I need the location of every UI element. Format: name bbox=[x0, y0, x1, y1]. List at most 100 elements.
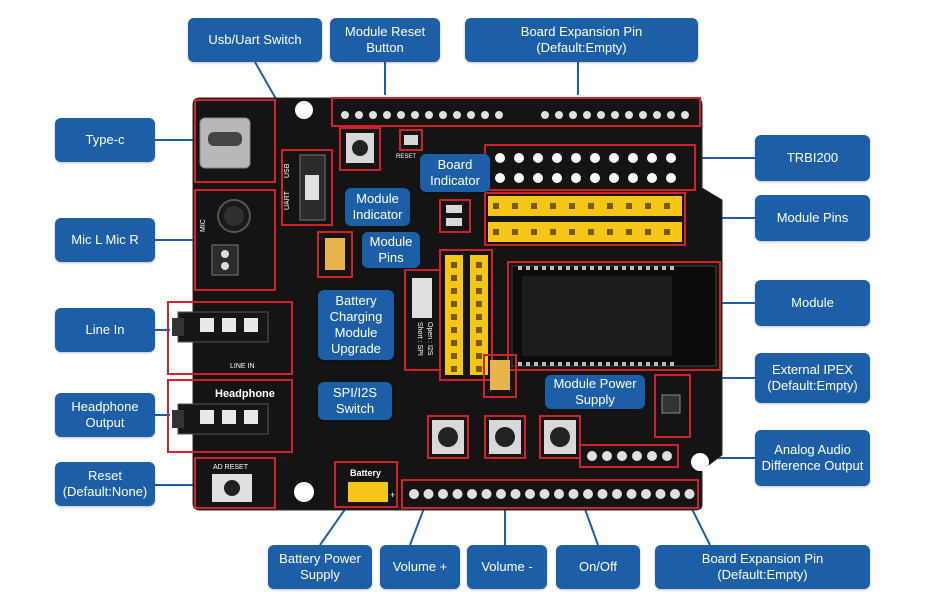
header-pin bbox=[597, 489, 608, 499]
module-pin bbox=[512, 203, 518, 209]
reset-silkscreen: RESET bbox=[396, 154, 416, 160]
label-spi-i2s-switch: SPI/I2S Switch bbox=[318, 382, 392, 420]
on-off-cap bbox=[550, 427, 570, 447]
module-pad bbox=[574, 362, 578, 366]
header-pin bbox=[583, 489, 593, 499]
module-pins-row-top bbox=[488, 196, 682, 216]
ipex-connector bbox=[661, 394, 681, 414]
ad-reset-silkscreen: AD RESET bbox=[213, 464, 249, 471]
module-castellation bbox=[518, 266, 674, 366]
module-pad bbox=[574, 266, 578, 270]
module-pin bbox=[476, 314, 482, 320]
header-pin bbox=[467, 489, 477, 499]
module-pad bbox=[654, 266, 658, 270]
label-mic-lr: Mic L Mic R bbox=[55, 218, 155, 262]
label-on-off: On/Off bbox=[556, 545, 640, 589]
module-pad bbox=[654, 362, 658, 366]
header-pin bbox=[341, 111, 349, 119]
module-pad bbox=[606, 362, 610, 366]
module-pad bbox=[670, 362, 674, 366]
mounting-hole bbox=[295, 101, 313, 119]
label-line-in: Line In bbox=[55, 308, 155, 352]
module-pin bbox=[626, 203, 632, 209]
header-pin bbox=[539, 489, 550, 499]
battery-silkscreen: Battery bbox=[350, 468, 381, 478]
header-pin bbox=[452, 489, 463, 499]
mounting-hole bbox=[691, 453, 709, 471]
usb-uart-switch-highlight bbox=[281, 149, 333, 226]
module-pad bbox=[598, 266, 602, 270]
module-reset-cap bbox=[352, 140, 368, 156]
header-pin bbox=[670, 489, 680, 499]
module-pin bbox=[493, 229, 499, 235]
module-pad bbox=[566, 266, 570, 270]
label-external-ipex: External IPEX (Default:Empty) bbox=[755, 353, 870, 403]
module-pad bbox=[622, 266, 626, 270]
module-pin bbox=[493, 203, 499, 209]
module-pad bbox=[582, 266, 586, 270]
module-pad bbox=[630, 266, 634, 270]
module-pad bbox=[662, 266, 666, 270]
header-pin bbox=[481, 111, 489, 119]
trbi200-pin bbox=[552, 153, 562, 163]
module-indicator-led bbox=[446, 218, 462, 226]
module-pad bbox=[542, 266, 546, 270]
module-pin bbox=[451, 288, 457, 294]
header-pin bbox=[355, 111, 363, 119]
board-indicator-led bbox=[404, 135, 418, 145]
module-pad bbox=[638, 362, 642, 366]
module-pad bbox=[582, 362, 586, 366]
module-indicator-highlight bbox=[439, 199, 471, 233]
trbi200-pin bbox=[647, 173, 657, 183]
module-indicator-led bbox=[446, 205, 462, 213]
header-pin bbox=[510, 489, 521, 499]
trbi200-pin bbox=[609, 153, 619, 163]
spi-i2s-jumper bbox=[412, 278, 432, 318]
headphone-barrel bbox=[172, 410, 184, 428]
module-pin bbox=[569, 203, 575, 209]
volume-plus-highlight bbox=[427, 415, 469, 459]
module-power-jumper bbox=[490, 360, 510, 390]
analog-audio-pin bbox=[602, 451, 612, 461]
trbi200-pin bbox=[628, 153, 638, 163]
module-pad bbox=[622, 362, 626, 366]
module-pad bbox=[606, 266, 610, 270]
module-reset-highlight bbox=[339, 127, 381, 171]
battery-connector bbox=[348, 482, 388, 502]
microphone-grille bbox=[224, 206, 244, 226]
usb-silkscreen: USB bbox=[284, 163, 291, 178]
header-pin bbox=[369, 111, 377, 119]
module-pin bbox=[451, 366, 457, 372]
header-pin bbox=[554, 489, 564, 499]
header-pin bbox=[641, 489, 651, 499]
usb-c-opening bbox=[208, 132, 242, 146]
module-pin bbox=[476, 288, 482, 294]
module-pin bbox=[607, 229, 613, 235]
header-pin bbox=[496, 489, 506, 499]
module-pin bbox=[531, 229, 537, 235]
module-pad bbox=[558, 362, 562, 366]
trbi200-pin bbox=[495, 173, 505, 183]
top-expansion-pins bbox=[341, 111, 689, 119]
analog-audio-pin bbox=[587, 451, 597, 461]
line-in-highlight bbox=[167, 301, 293, 375]
module-pin bbox=[664, 229, 670, 235]
analog-audio-pins bbox=[587, 451, 672, 461]
header-pin bbox=[583, 111, 591, 119]
ipex-highlight bbox=[654, 374, 691, 438]
module-pin bbox=[476, 262, 482, 268]
module-pin bbox=[645, 229, 651, 235]
module-pad bbox=[526, 362, 530, 366]
module-pin bbox=[451, 327, 457, 333]
module-pin bbox=[476, 340, 482, 346]
header-pin bbox=[612, 489, 622, 499]
module-pad bbox=[614, 362, 618, 366]
module-pad bbox=[534, 266, 538, 270]
module-pad bbox=[590, 362, 594, 366]
module-pin bbox=[626, 229, 632, 235]
battery-charging-jumper bbox=[325, 238, 345, 270]
header-pin bbox=[653, 111, 661, 119]
module-pad bbox=[598, 362, 602, 366]
module-pin bbox=[451, 301, 457, 307]
header-pin bbox=[383, 111, 391, 119]
